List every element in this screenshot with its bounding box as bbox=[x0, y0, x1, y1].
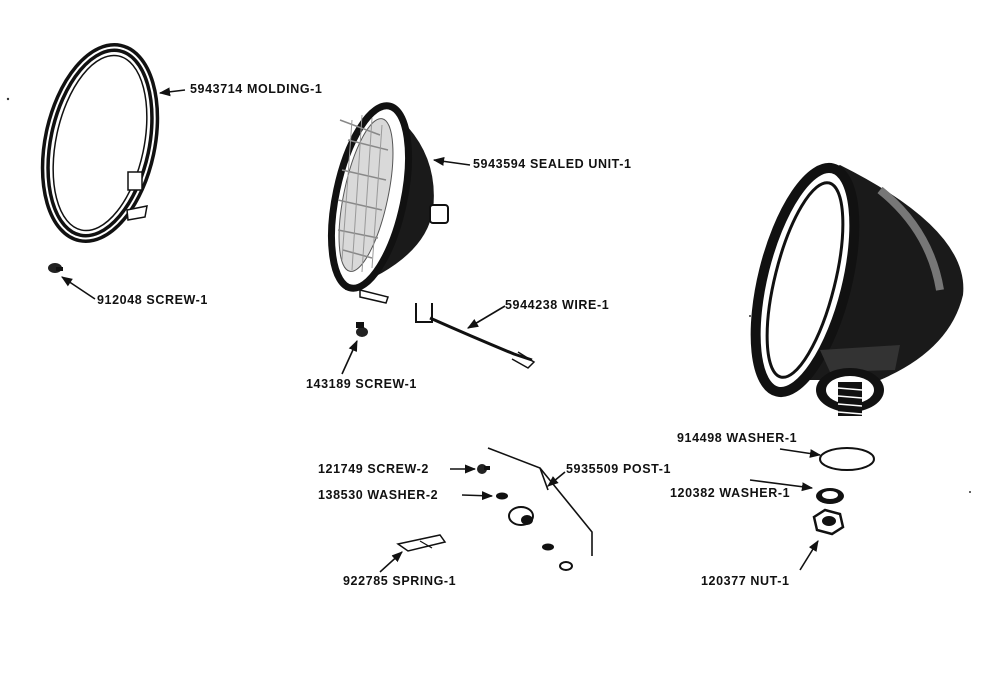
part-name: SCREW-1 bbox=[146, 293, 208, 307]
leader-washer-138530 bbox=[461, 491, 494, 501]
leader-lines bbox=[61, 87, 822, 573]
screw-143189-illustration bbox=[356, 322, 368, 337]
part-name: NUT-1 bbox=[750, 574, 790, 588]
leader-washer-120382 bbox=[749, 479, 814, 492]
leader-screw-143189 bbox=[341, 339, 358, 375]
screw-912048-illustration bbox=[48, 263, 63, 273]
part-number: 120377 bbox=[701, 574, 747, 588]
washer-120382-illustration bbox=[816, 488, 844, 504]
part-name: WASHER-2 bbox=[367, 488, 439, 502]
callout-washer-914498: 914498 WASHER-1 bbox=[677, 431, 797, 445]
sealed-unit-illustration bbox=[328, 102, 449, 304]
leader-sealed-unit bbox=[432, 156, 471, 166]
part-number: 914498 bbox=[677, 431, 723, 445]
callout-screw-121749: 121749 SCREW-2 bbox=[318, 462, 429, 476]
part-number: 121749 bbox=[318, 462, 364, 476]
callout-molding: 5943714 MOLDING-1 bbox=[190, 82, 323, 96]
part-number: 5943594 bbox=[473, 157, 526, 171]
leader-post bbox=[547, 471, 566, 487]
callout-post: 5935509 POST-1 bbox=[566, 462, 671, 476]
part-name: WASHER-1 bbox=[726, 431, 798, 445]
part-name: SEALED UNIT-1 bbox=[529, 157, 632, 171]
part-name: MOLDING-1 bbox=[246, 82, 323, 96]
callout-screw-912048: 912048 SCREW-1 bbox=[97, 293, 208, 307]
part-number: 912048 bbox=[97, 293, 143, 307]
part-name: WIRE-1 bbox=[561, 298, 610, 312]
leader-molding bbox=[158, 87, 186, 97]
part-number: 5944238 bbox=[505, 298, 558, 312]
part-number: 138530 bbox=[318, 488, 364, 502]
scan-speck bbox=[969, 491, 971, 493]
part-name: POST-1 bbox=[622, 462, 672, 476]
part-name: SPRING-1 bbox=[392, 574, 457, 588]
callout-washer-120382: 120382 WASHER-1 bbox=[670, 486, 790, 500]
scan-speck bbox=[6, 97, 10, 101]
nut-120377-illustration bbox=[812, 508, 845, 536]
washer-138530-illustration bbox=[496, 492, 508, 500]
part-number: 120382 bbox=[670, 486, 716, 500]
part-number: 143189 bbox=[306, 377, 352, 391]
leader-washer-914498 bbox=[779, 448, 822, 458]
washer-914498-illustration bbox=[819, 447, 875, 471]
spring-illustration bbox=[396, 534, 447, 552]
part-number: 5943714 bbox=[190, 82, 243, 96]
leader-screw-912048 bbox=[61, 276, 96, 300]
part-number: 922785 bbox=[343, 574, 389, 588]
callout-sealed-unit: 5943594 SEALED UNIT-1 bbox=[473, 157, 632, 171]
headlamp-housing-illustration bbox=[750, 162, 964, 416]
part-name: SCREW-2 bbox=[367, 462, 429, 476]
callout-nut: 120377 NUT-1 bbox=[701, 574, 790, 588]
part-number: 5935509 bbox=[566, 462, 619, 476]
leader-spring bbox=[379, 551, 403, 573]
leader-wire bbox=[467, 305, 506, 329]
part-name: WASHER-1 bbox=[719, 486, 791, 500]
molding-ring bbox=[40, 43, 160, 243]
leader-nut bbox=[799, 540, 819, 571]
callout-screw-143189: 143189 SCREW-1 bbox=[306, 377, 417, 391]
wire-illustration bbox=[415, 303, 536, 369]
post-bracket-illustration bbox=[487, 447, 593, 571]
callout-spring: 922785 SPRING-1 bbox=[343, 574, 456, 588]
screw-121749-illustration bbox=[477, 464, 490, 474]
callout-washer-138530: 138530 WASHER-2 bbox=[318, 488, 438, 502]
part-name: SCREW-1 bbox=[355, 377, 417, 391]
scan-speck bbox=[749, 315, 751, 317]
callout-wire: 5944238 WIRE-1 bbox=[505, 298, 609, 312]
